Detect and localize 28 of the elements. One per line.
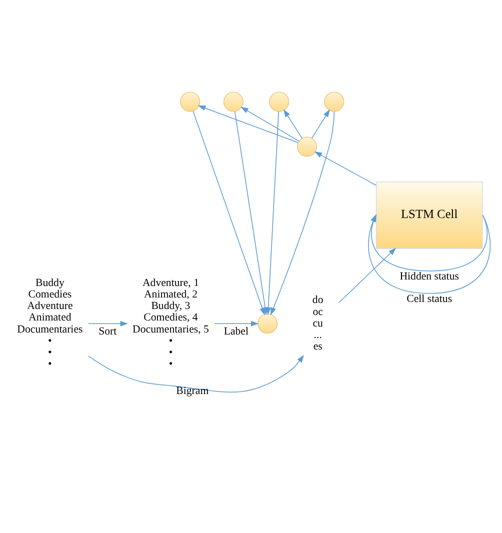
- node-text: do oc cu ... es: [312, 294, 324, 353]
- edge-label: Hidden status: [400, 270, 459, 283]
- arrow: [88, 354, 304, 392]
- node-circle: [324, 92, 344, 112]
- node-text: Buddy Comedies Adventure Animated Documentaries • • •: [17, 276, 83, 370]
- node-circle: [180, 92, 200, 112]
- node-circle: [223, 92, 244, 112]
- edge-label: Sort: [98, 326, 117, 338]
- arrow: [192, 110, 265, 316]
- edge-label: Label: [224, 326, 248, 338]
- node-circle: [296, 136, 318, 157]
- node-box: LSTM Cell: [376, 182, 483, 249]
- edge-label: Cell status: [406, 293, 452, 306]
- arrow: [283, 109, 302, 139]
- edge-label: Bigram: [176, 385, 209, 398]
- arrow: [270, 111, 335, 316]
- arrow: [338, 248, 396, 304]
- arrow: [311, 109, 330, 139]
- node-circle: [257, 314, 278, 334]
- arrow: [314, 151, 376, 186]
- arrow: [88, 320, 128, 326]
- arrow: [214, 320, 259, 326]
- arrow: [240, 106, 300, 142]
- arrow: [368, 214, 491, 294]
- node-circle: [269, 92, 290, 112]
- arrow: [370, 214, 488, 272]
- arrow: [198, 105, 298, 143]
- node-text: Adventure, 1 Animated, 2 Buddy, 3 Comedies, 4 Documentaries, 5 • • •: [132, 276, 209, 370]
